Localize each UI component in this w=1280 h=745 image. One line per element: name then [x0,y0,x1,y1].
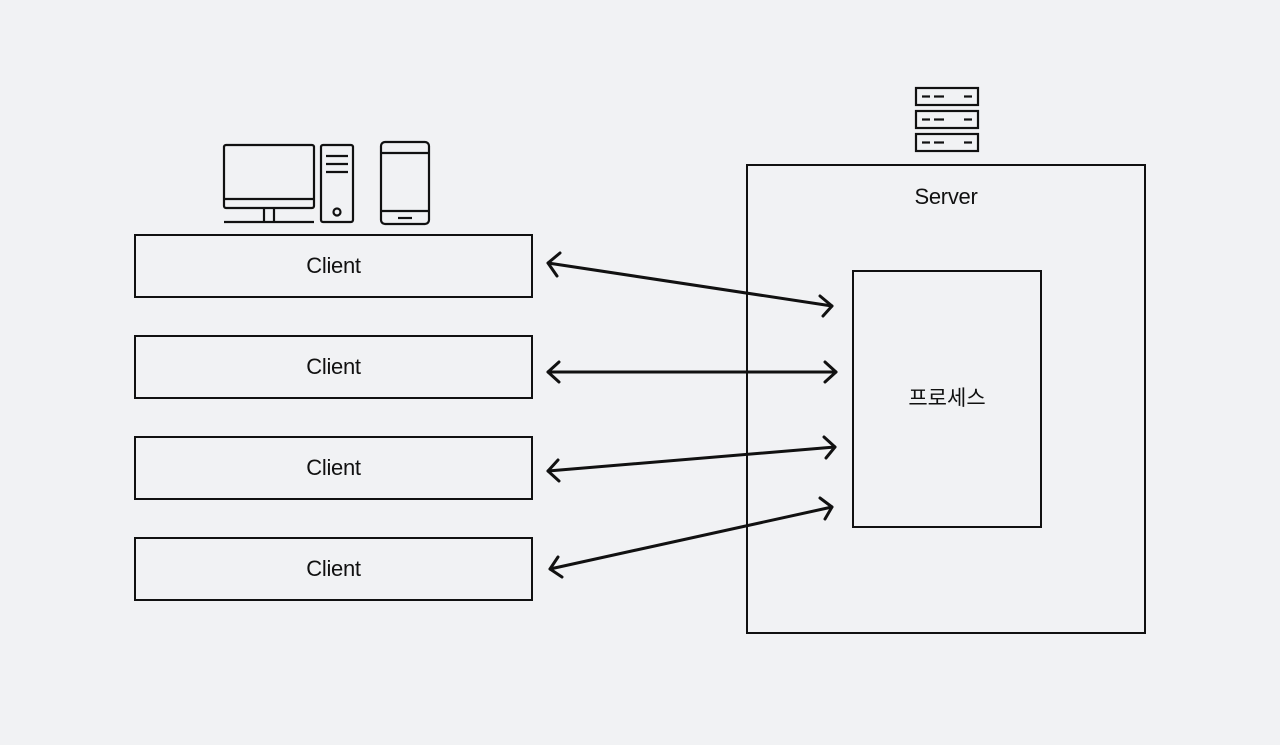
process-box: 프로세스 [852,270,1042,528]
arrow-client-3-process [546,435,837,483]
server-label: Server [914,184,978,209]
client-label: Client [306,354,361,379]
client-box: Client [134,335,533,399]
arrow-client-2-process [546,360,838,384]
client-label: Client [306,556,361,581]
pc-tower-icon [319,143,355,224]
server-rack-icon [914,86,980,153]
client-label: Client [306,455,361,480]
smartphone-icon [379,140,431,226]
arrow-client-4-process [548,496,834,579]
client-label: Client [306,253,361,278]
client-box: Client [134,537,533,601]
process-label: 프로세스 [908,386,986,410]
client-box: Client [134,436,533,500]
client-box: Client [134,234,533,298]
desktop-monitor-icon [222,143,316,224]
server-box [746,164,1146,634]
arrow-client-1-process [546,251,834,318]
